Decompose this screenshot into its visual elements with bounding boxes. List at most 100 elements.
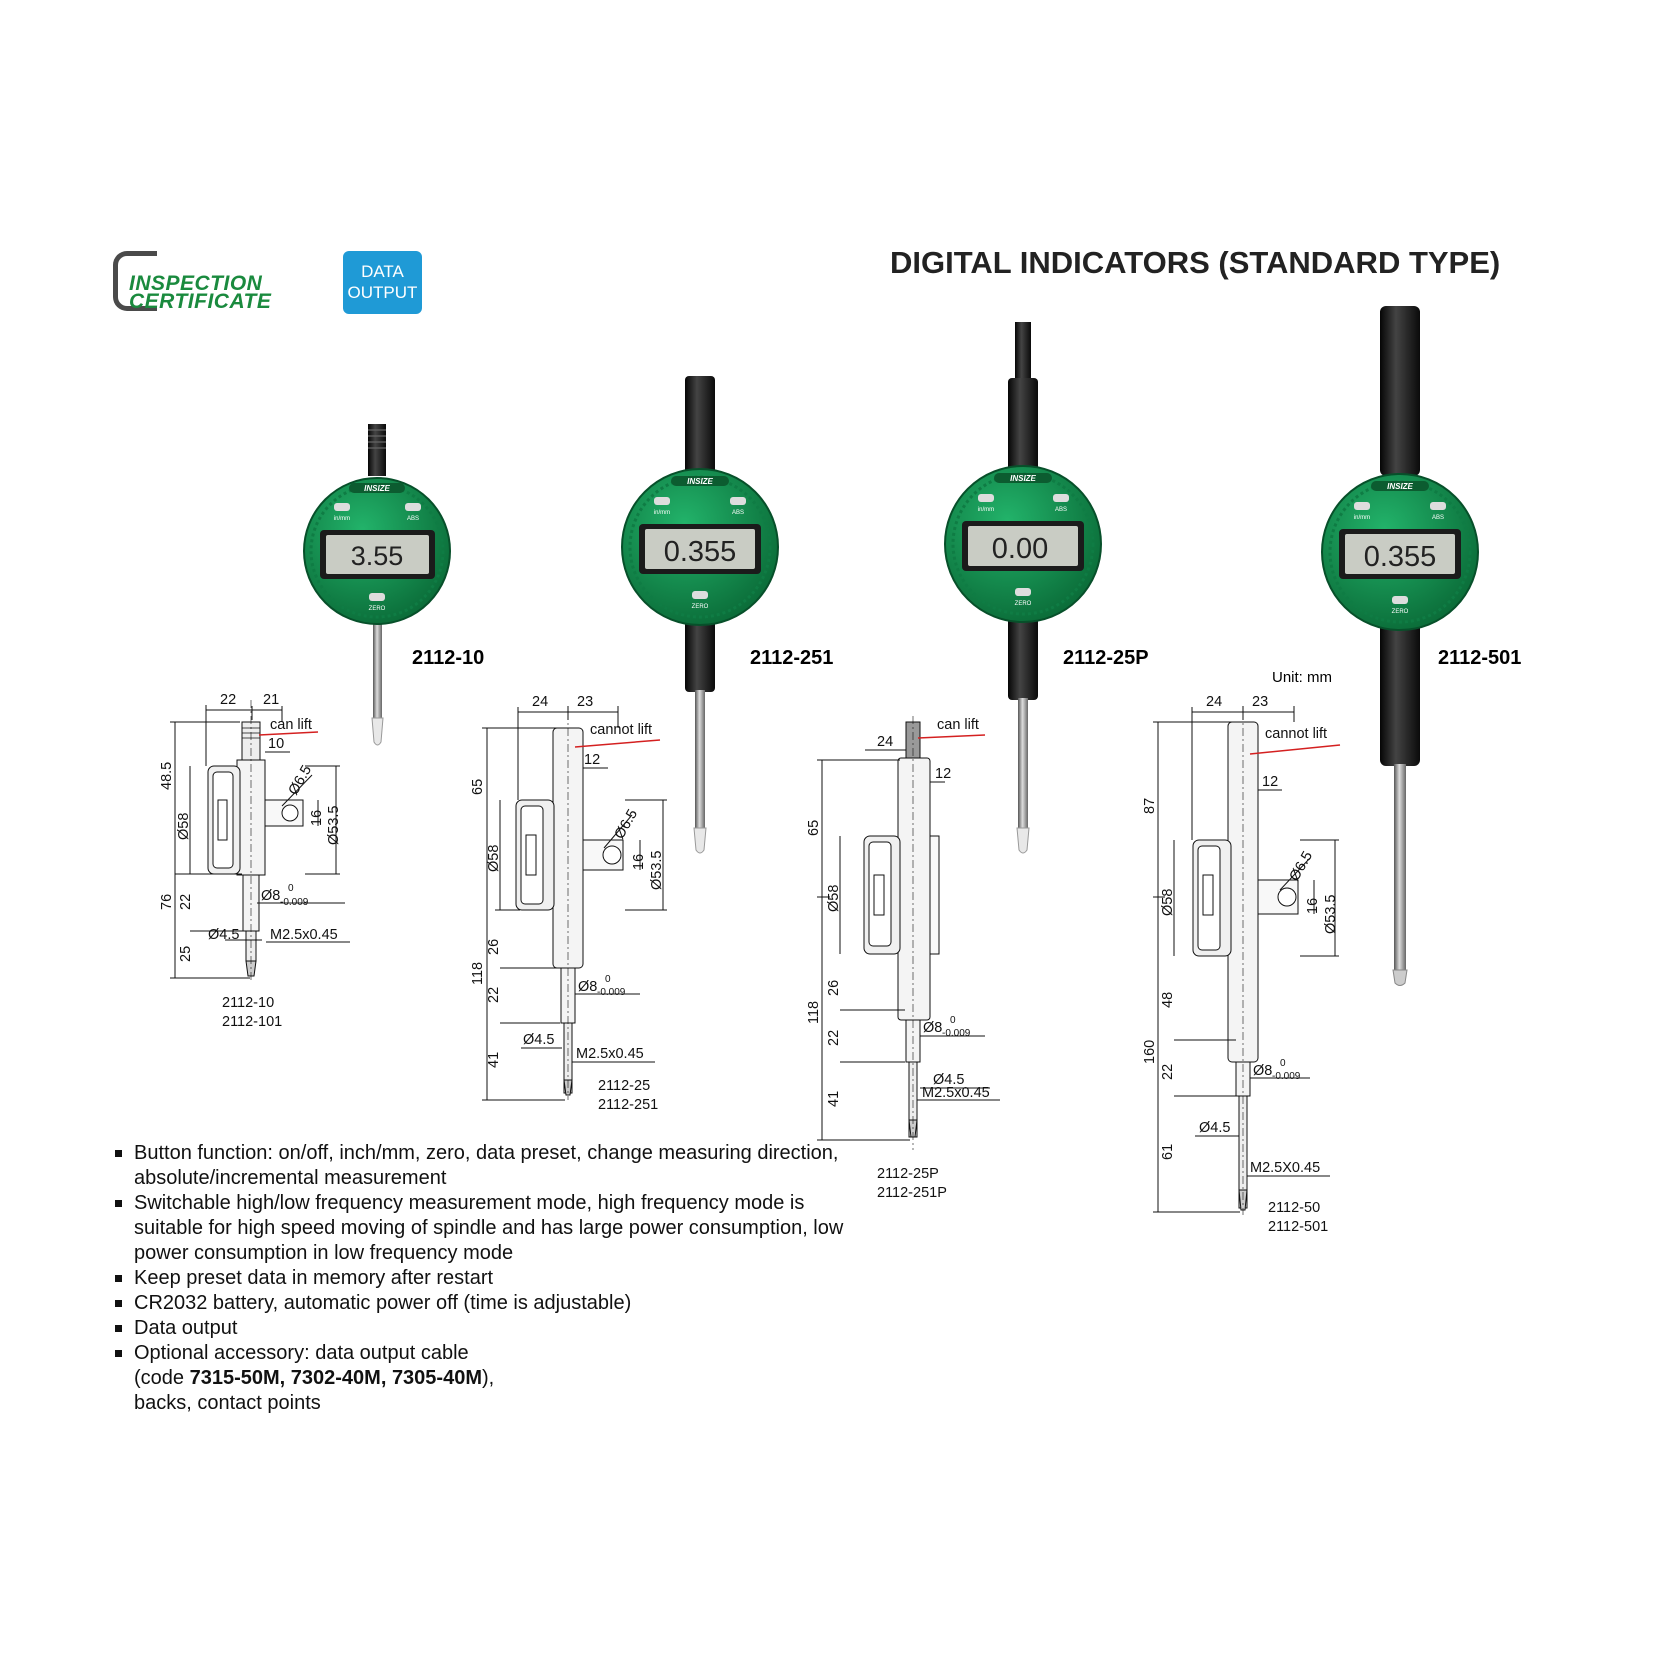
svg-text:24: 24	[532, 694, 548, 710]
svg-text:in/mm: in/mm	[334, 516, 350, 522]
lift-sleeve	[1008, 378, 1038, 472]
stem-sleeve	[1008, 614, 1038, 700]
svg-text:Ø8: Ø8	[923, 1020, 942, 1036]
svg-text:26: 26	[486, 939, 502, 955]
svg-text:23: 23	[1252, 694, 1268, 710]
lift-cap	[685, 376, 715, 476]
dim-d535: Ø53.5	[326, 806, 342, 846]
lift-note-3: can lift	[937, 717, 979, 733]
dim-25: 25	[178, 946, 194, 962]
dim-22v: 22	[178, 894, 194, 910]
feature-item: CR2032 battery, automatic power off (tim…	[114, 1291, 854, 1316]
svg-text:118: 118	[470, 962, 486, 985]
svg-text:ABS: ABS	[1055, 507, 1067, 513]
drawing-2112-10	[170, 700, 350, 980]
svg-text:ZERO: ZERO	[1392, 609, 1409, 615]
svg-text:2112-50: 2112-50	[1268, 1200, 1320, 1216]
svg-text:22: 22	[486, 987, 502, 1003]
certificate-frame-icon	[113, 251, 157, 311]
svg-text:41: 41	[826, 1091, 842, 1107]
svg-text:48: 48	[1160, 992, 1176, 1008]
svg-text:26: 26	[826, 980, 842, 996]
svg-text:118: 118	[806, 1001, 822, 1024]
model-label-3: 2112-25P	[1063, 647, 1149, 669]
drawing-2112-25	[482, 706, 667, 1101]
svg-text:87: 87	[1142, 798, 1158, 814]
page-title: DIGITAL INDICATORS (STANDARD TYPE)	[890, 245, 1501, 280]
svg-text:ABS: ABS	[407, 516, 419, 522]
lcd-reading: 3.55	[351, 541, 404, 571]
svg-text:16: 16	[631, 854, 647, 870]
svg-text:12: 12	[935, 766, 951, 782]
spindle	[1018, 698, 1028, 830]
model-label-4: 2112-501	[1438, 647, 1521, 669]
spindle	[1394, 764, 1406, 972]
svg-text:24: 24	[1206, 694, 1222, 710]
svg-text:Ø8: Ø8	[578, 979, 597, 995]
unit-note: Unit: mm	[1272, 669, 1332, 686]
svg-text:INSIZE: INSIZE	[364, 484, 390, 493]
lift-head	[368, 424, 386, 476]
svg-text:M2.5x0.45: M2.5x0.45	[922, 1085, 990, 1101]
svg-text:0: 0	[950, 1015, 956, 1026]
svg-text:2112-251: 2112-251	[598, 1097, 658, 1113]
dim-16: 16	[309, 810, 325, 826]
lift-cap	[1380, 306, 1420, 476]
svg-text:in/mm: in/mm	[978, 507, 994, 513]
svg-text:12: 12	[584, 752, 600, 768]
certificate-line-1: INSPECTION	[129, 272, 263, 295]
svg-text:Ø8: Ø8	[1253, 1063, 1272, 1079]
accessory-codes: 7315-50M, 7302-40M, 7305-40M	[189, 1367, 482, 1389]
lift-note-4: cannot lift	[1265, 726, 1327, 742]
svg-text:2112-25: 2112-25	[598, 1078, 650, 1094]
svg-text:65: 65	[470, 779, 486, 795]
certificate-line-2: CERTIFICATE	[129, 290, 272, 313]
lcd-reading: 0.355	[1364, 541, 1437, 573]
drawing-2112-50	[1153, 706, 1339, 1215]
svg-text:INSIZE: INSIZE	[687, 477, 713, 486]
svg-text:23: 23	[577, 694, 593, 710]
lcd-screen	[645, 529, 755, 569]
svg-text:Ø6.5: Ø6.5	[612, 807, 642, 842]
svg-text:61: 61	[1160, 1144, 1176, 1160]
svg-text:Ø4.5: Ø4.5	[1199, 1120, 1230, 1136]
lcd-reading: 0.355	[664, 536, 737, 568]
feature-item: Button function: on/off, inch/mm, zero, …	[114, 1141, 854, 1191]
svg-text:-0.009: -0.009	[1272, 1071, 1301, 1082]
lcd-screen	[1345, 534, 1455, 574]
svg-text:Ø58: Ø58	[486, 845, 502, 872]
svg-text:Ø4.5: Ø4.5	[523, 1032, 554, 1048]
svg-text:0: 0	[605, 974, 611, 985]
svg-text:41: 41	[486, 1052, 502, 1068]
dim-10: 10	[268, 736, 284, 752]
svg-text:16: 16	[1305, 898, 1321, 914]
indicator-2112-10: 3.55 INSIZE in/mm ABS ZERO	[303, 424, 451, 746]
svg-text:Ø53.5: Ø53.5	[649, 851, 665, 891]
lcd-reading: 0.00	[992, 533, 1048, 565]
feature-list: Button function: on/off, inch/mm, zero, …	[114, 1141, 854, 1416]
stem-sleeve	[1380, 616, 1420, 766]
svg-text:22: 22	[826, 1030, 842, 1046]
svg-text:22: 22	[1160, 1064, 1176, 1080]
svg-text:Ø6.5: Ø6.5	[1287, 849, 1317, 884]
indicator-2112-25P: 0.00 INSIZE in/mm ABS ZERO	[944, 322, 1102, 854]
data-output-badge: DATA OUTPUT	[343, 251, 422, 314]
svg-text:2112-25P: 2112-25P	[877, 1166, 939, 1182]
svg-text:ZERO: ZERO	[369, 606, 386, 612]
spindle	[373, 618, 382, 720]
lcd-screen	[326, 535, 429, 574]
drawing-2112-25P	[817, 716, 1000, 1150]
svg-text:INSIZE: INSIZE	[1387, 482, 1413, 491]
dim-76: 76	[159, 894, 175, 910]
indicator-2112-251: 0.355 INSIZE in/mm ABS ZERO	[621, 376, 779, 854]
svg-text:-0.009: -0.009	[942, 1028, 971, 1039]
feature-item: Switchable high/low frequency measuremen…	[114, 1191, 854, 1266]
tol-bot: -0.009	[280, 897, 309, 908]
svg-text:Ø58: Ø58	[826, 885, 842, 912]
stem-sleeve	[685, 616, 715, 692]
lift-rod	[1015, 322, 1031, 382]
indicator-2112-501: 0.355 INSIZE in/mm ABS ZERO	[1321, 306, 1479, 986]
caption-line-1: 2112-10	[222, 995, 274, 1011]
svg-text:Ø53.5: Ø53.5	[1323, 895, 1339, 935]
svg-text:INSIZE: INSIZE	[1010, 474, 1036, 483]
